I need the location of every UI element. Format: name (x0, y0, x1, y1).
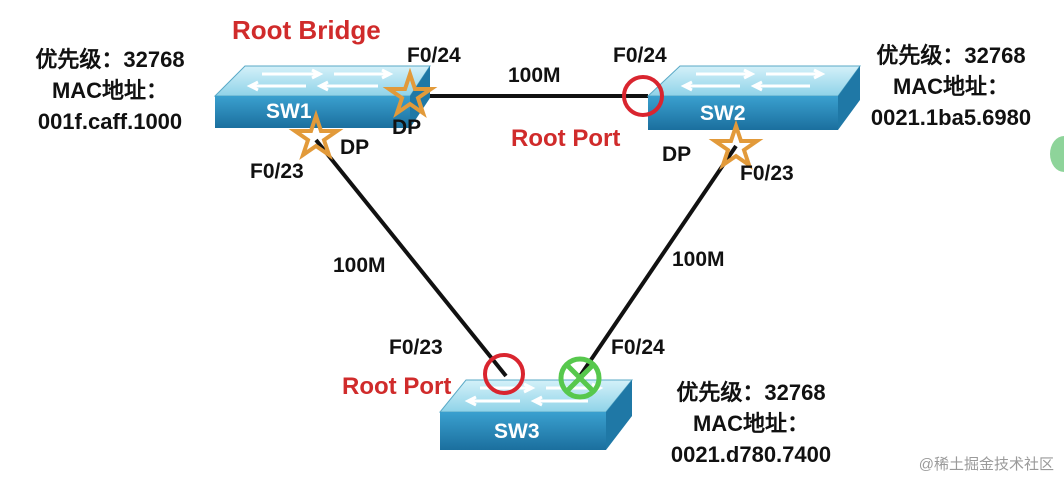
port-label-sw1-f023: F0/23 (250, 160, 304, 183)
designated-port-star-icon (288, 109, 344, 161)
mac-label: MAC地址： (51, 78, 169, 103)
switch-arrows-icon (246, 68, 394, 92)
mac-address: 0021.d780.7400 (670, 442, 832, 467)
designated-port-star-icon (382, 67, 438, 119)
root-port-circle-icon (622, 75, 664, 117)
role-label-sw2-f023-dp: DP (662, 143, 692, 166)
port-label-sw2-f023: F0/23 (740, 162, 794, 185)
port-label-sw2-f024: F0/24 (613, 44, 667, 67)
root-port-label-sw2: Root Port (511, 125, 621, 152)
root-port-label-sw3: Root Port (342, 373, 452, 400)
port-label-sw3-f023: F0/23 (389, 336, 443, 359)
priority-text: 优先级：32768 (876, 43, 1026, 68)
port-label-sw1-f024: F0/24 (407, 44, 461, 67)
info-block-sw3: 优先级：32768 MAC地址： 0021.d780.7400 (645, 377, 857, 470)
designated-port-star-icon (708, 119, 764, 171)
mac-label: MAC地址： (892, 74, 1010, 99)
link-speed-sw2-sw3: 100M (672, 248, 725, 271)
role-label-sw1-f024-dp: DP (392, 116, 422, 139)
root-port-circle-icon (483, 353, 525, 395)
priority-text: 优先级：32768 (676, 380, 826, 405)
link-speed-sw1-sw3: 100M (333, 254, 386, 277)
switch-arrows-icon (680, 68, 826, 92)
switch-sw2 (646, 65, 861, 130)
mac-address: 001f.caff.1000 (37, 109, 183, 134)
info-block-sw2: 优先级：32768 MAC地址： 0021.1ba5.6980 (845, 40, 1057, 133)
link-sw1-sw3 (314, 138, 508, 378)
link-sw2-sw3 (578, 144, 738, 378)
info-block-sw1: 优先级：32768 MAC地址： 001f.caff.1000 (10, 44, 210, 137)
priority-text: 优先级：32768 (35, 47, 185, 72)
switch-name-sw1: SW1 (266, 100, 312, 123)
switch-name-sw3: SW3 (494, 420, 540, 443)
blocked-port-icon (558, 356, 602, 400)
switch-sw1 (213, 65, 431, 128)
role-label-sw1-f023-dp: DP (340, 136, 370, 159)
root-bridge-label: Root Bridge (232, 15, 381, 45)
link-speed-sw1-sw2: 100M (508, 64, 561, 87)
switch-name-sw2: SW2 (700, 102, 746, 125)
port-label-sw3-f024: F0/24 (611, 336, 665, 359)
edge-decoration (1050, 136, 1064, 172)
mac-label: MAC地址： (692, 411, 810, 436)
mac-address: 0021.1ba5.6980 (870, 105, 1032, 130)
watermark-text: @稀土掘金技术社区 (918, 456, 1054, 473)
